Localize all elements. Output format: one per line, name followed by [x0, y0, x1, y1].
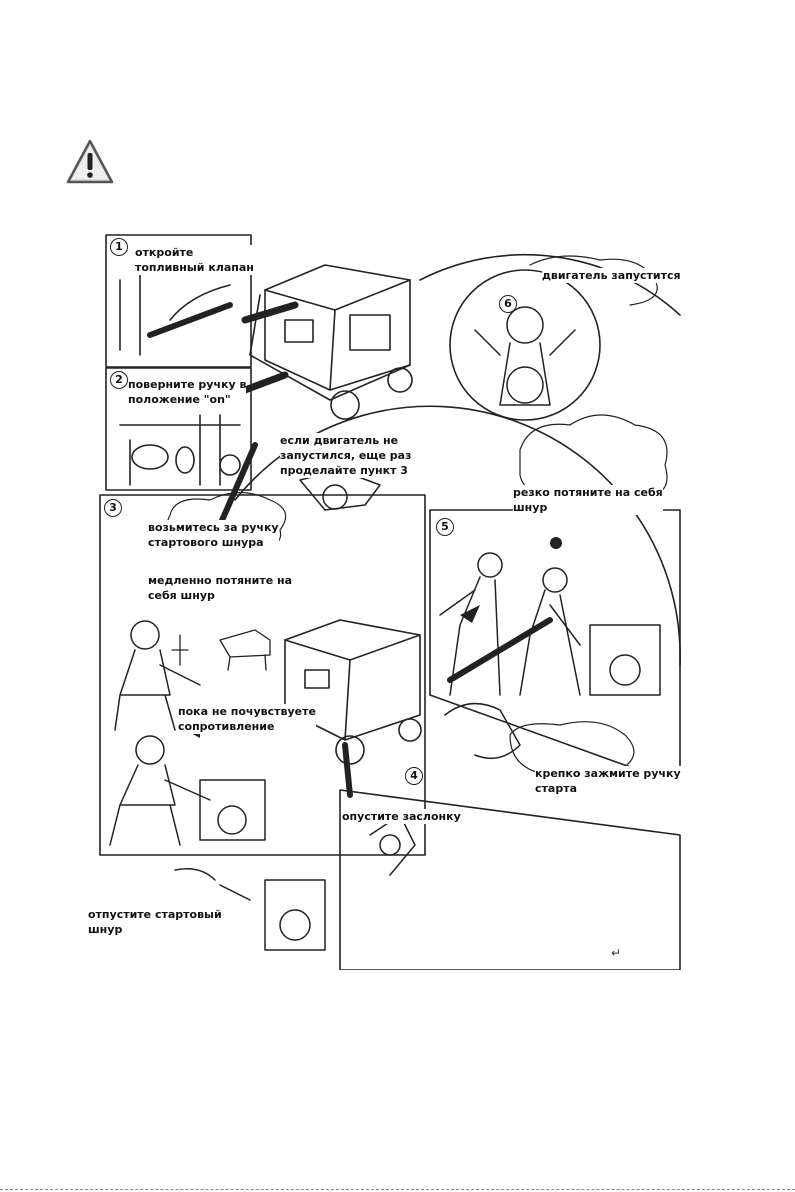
generator-middle-drawing — [285, 620, 421, 764]
return-mark-icon: ↵ — [611, 946, 621, 960]
exclamation-bubble-icon — [550, 537, 562, 549]
grip-note: крепко зажмите ручку старта — [535, 766, 681, 796]
page-bottom-rule — [0, 1189, 795, 1190]
panel-step-5 — [430, 510, 680, 785]
step-3-label: возьмитесь за ручку стартового шнура — [148, 520, 279, 550]
step-2-label: поверните ручку в положение "on" — [128, 377, 246, 407]
step-badge-6: 6 — [499, 295, 517, 313]
step-6-label: двигатель запустится — [542, 268, 681, 283]
slow-pull-note: медленно потяните на себя шнур — [148, 573, 292, 603]
step-badge-5: 5 — [436, 518, 454, 536]
step-4-label: опустите заслонку — [342, 809, 461, 824]
generator-top-drawing — [250, 265, 412, 419]
step-badge-4: 4 — [405, 767, 423, 785]
panel-step-6 — [450, 270, 600, 420]
step-5-label: резко потяните на себя шнур — [513, 485, 663, 515]
pull-direction-arrow-icon — [460, 605, 480, 623]
warning-triangle-icon — [66, 138, 114, 186]
step-badge-2: 2 — [110, 371, 128, 389]
step-1-label: откройте топливный клапан — [135, 245, 254, 275]
generator-start-diagram: 1 2 3 4 5 6 откройте топливный клапан по… — [80, 225, 695, 970]
retry-note: если двигатель не запустился, еще раз пр… — [280, 433, 411, 478]
step-badge-3: 3 — [104, 499, 122, 517]
step-badge-1: 1 — [110, 238, 128, 256]
resistance-note: пока не почувствуете сопротивление — [178, 704, 316, 734]
release-note: отпустите стартовый шнур — [88, 907, 222, 937]
